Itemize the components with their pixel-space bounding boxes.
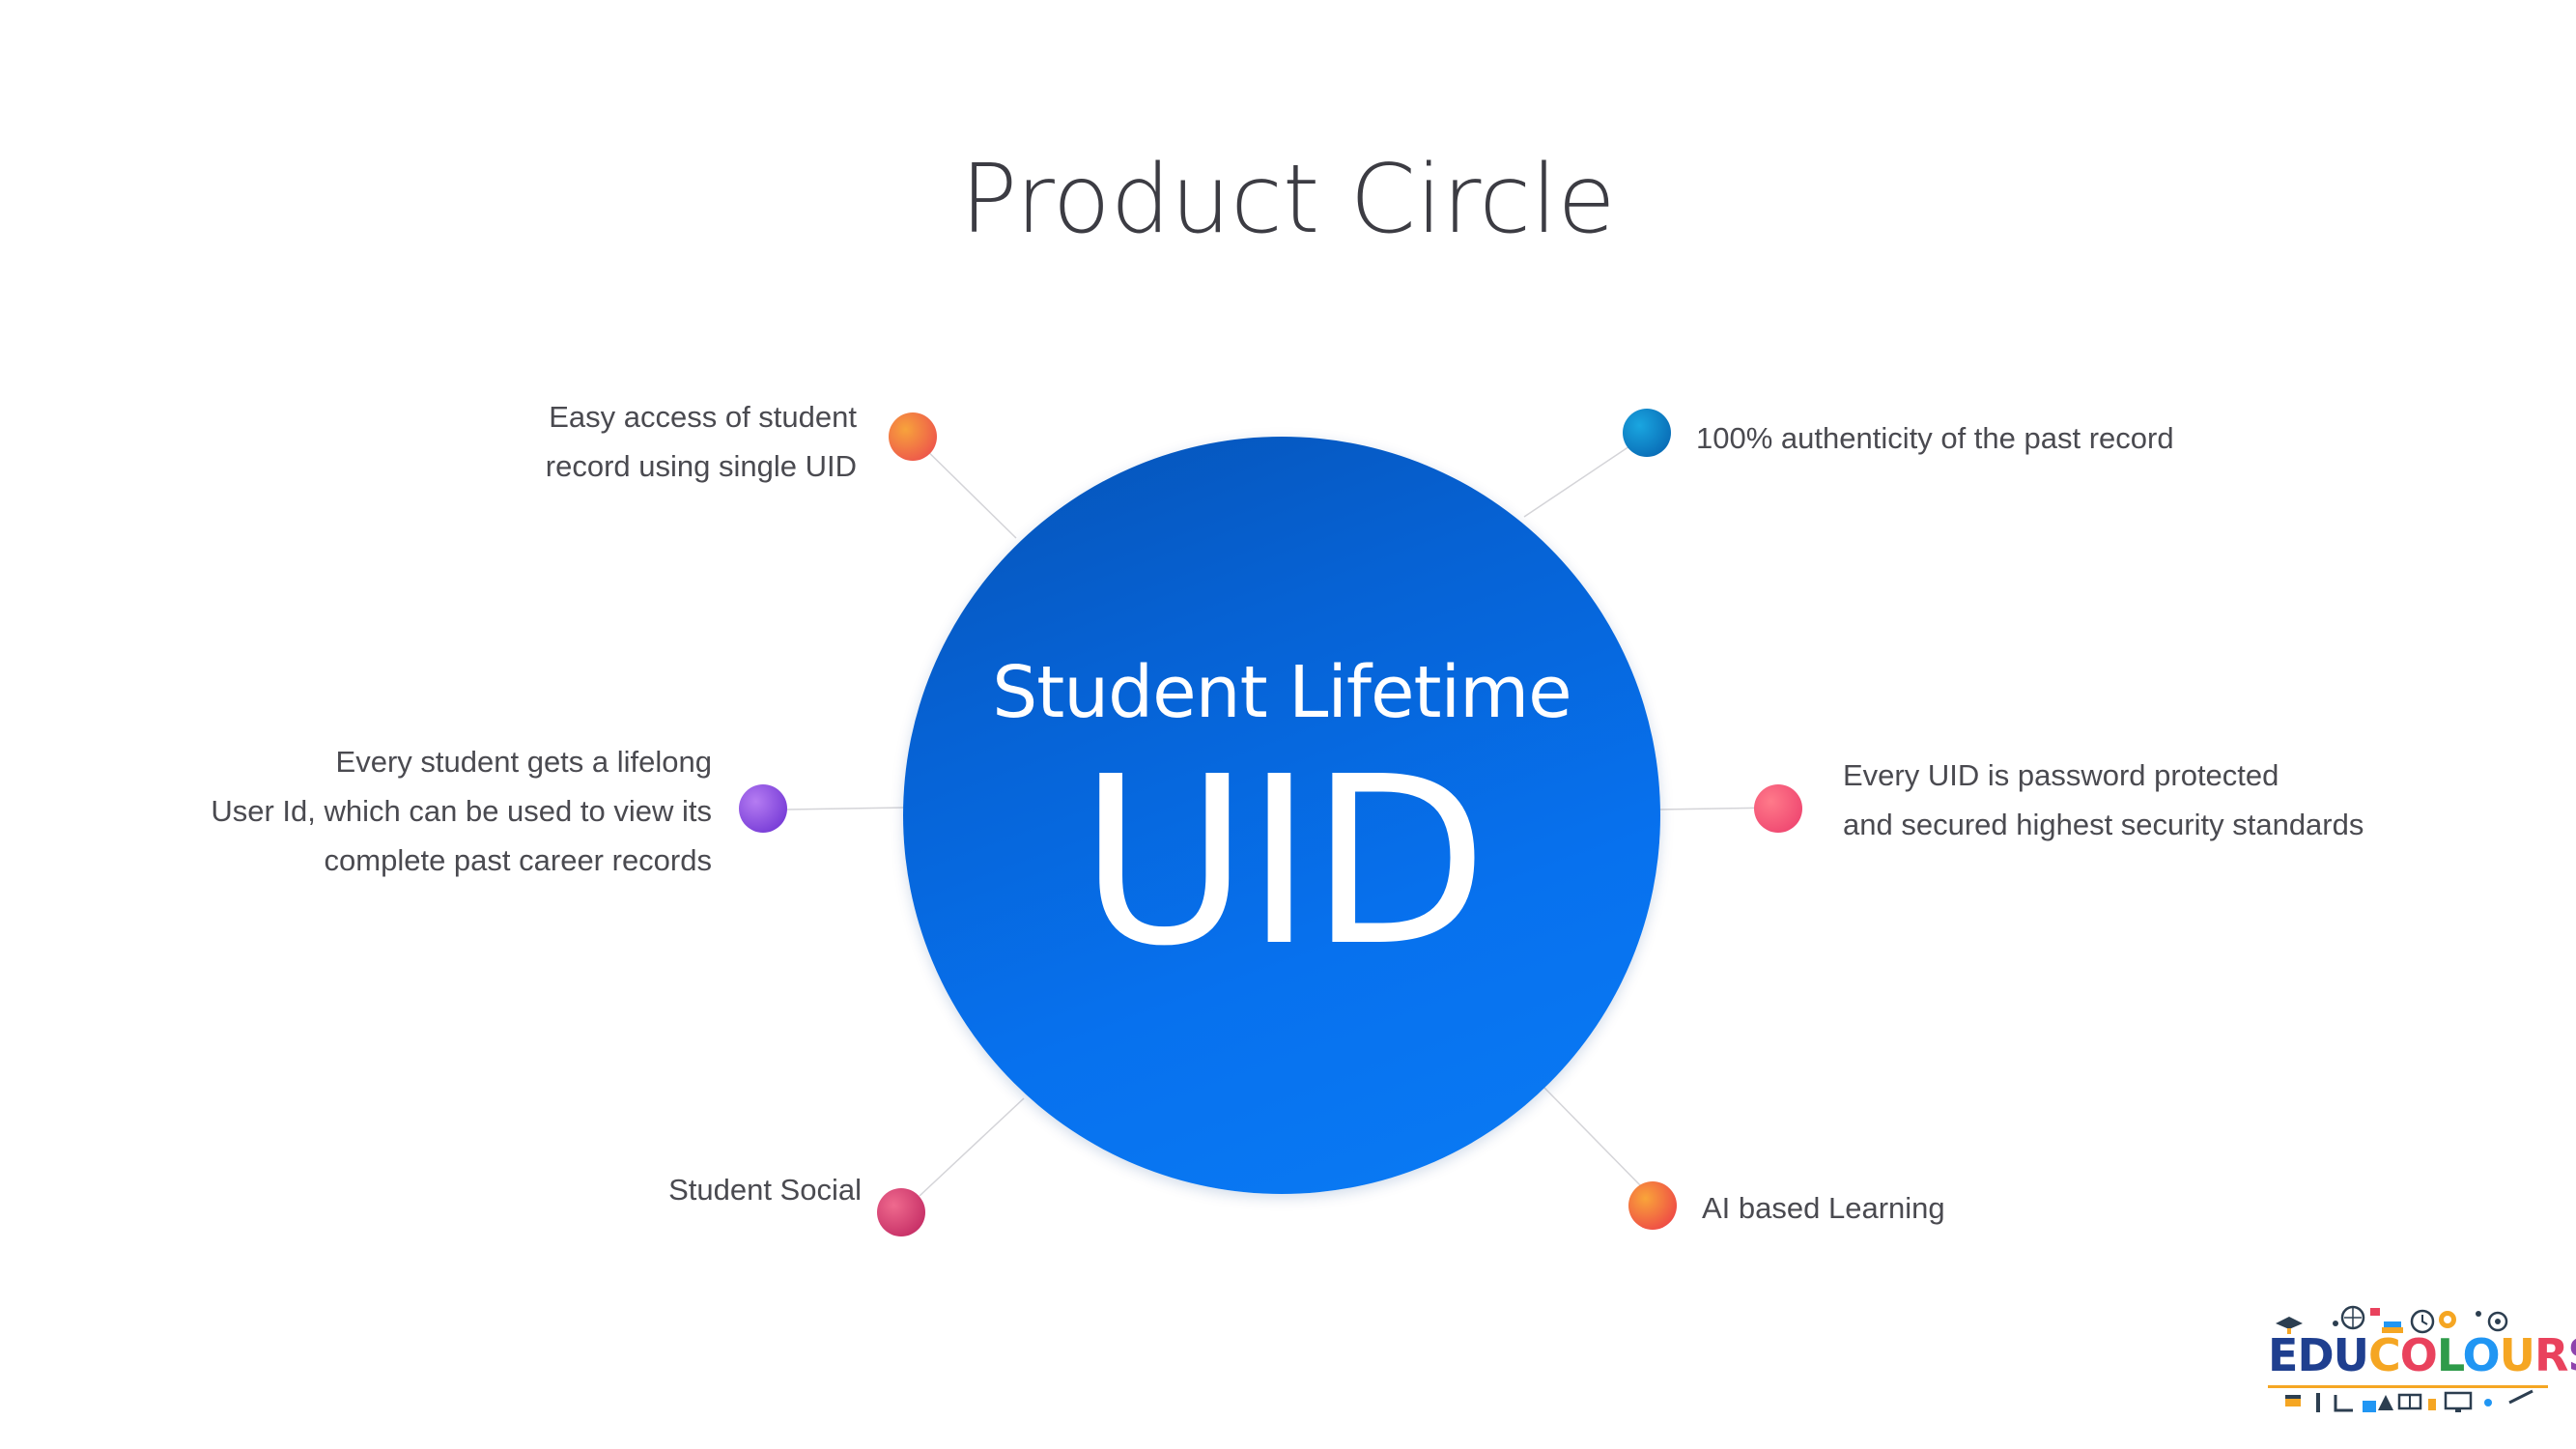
- feature-lifelong-id-line-1: Every student gets a lifelong: [335, 745, 712, 779]
- feature-easy-access-line-1: Easy access of student: [549, 400, 857, 434]
- feature-ai-learning: AI based Learning: [1702, 1183, 1945, 1233]
- logo-letter: O: [2399, 1329, 2438, 1381]
- dot-password-protected: [1754, 784, 1802, 833]
- dot-lifelong-id: [739, 784, 787, 833]
- logo-decor-top-icons: [2276, 1305, 2508, 1334]
- feature-lifelong-id-line-3: complete past career records: [324, 843, 712, 877]
- feature-student-social-line-1: Student Social: [668, 1173, 862, 1207]
- dot-easy-access: [889, 412, 937, 461]
- connector-student-social: [919, 1097, 1025, 1197]
- educolours-logo: EDUCOLOURS: [2268, 1298, 2576, 1420]
- logo-letter: O: [2462, 1329, 2501, 1381]
- hub-main-text: UID: [1079, 726, 1487, 997]
- logo-letter: L: [2436, 1329, 2464, 1381]
- feature-lifelong-id: Every student gets a lifelong User Id, w…: [211, 737, 712, 885]
- feature-password-protected-line-2: and secured highest security standards: [1843, 808, 2364, 841]
- logo-letter: D: [2297, 1329, 2334, 1381]
- logo-letter: U: [2499, 1329, 2535, 1381]
- dot-ai-learning: [1628, 1181, 1677, 1230]
- logo-letter: U: [2333, 1329, 2369, 1381]
- dot-authenticity: [1623, 409, 1671, 457]
- feature-ai-learning-line-1: AI based Learning: [1702, 1191, 1945, 1225]
- feature-authenticity: 100% authenticity of the past record: [1696, 413, 2174, 463]
- feature-student-social: Student Social: [668, 1165, 862, 1214]
- connector-authenticity: [1523, 434, 1648, 518]
- connector-ai-learning: [1543, 1086, 1646, 1191]
- logo-letter: E: [2268, 1329, 2298, 1381]
- logo-letter: S: [2567, 1329, 2576, 1381]
- feature-easy-access-line-2: record using single UID: [545, 449, 857, 483]
- logo-letter: R: [2534, 1329, 2568, 1381]
- connector-lifelong-id: [786, 807, 904, 810]
- feature-lifelong-id-line-2: User Id, which can be used to view its: [211, 794, 712, 828]
- logo-letter: C: [2367, 1329, 2401, 1381]
- logo-decor-bottom-icons: [2268, 1385, 2548, 1412]
- dot-student-social: [877, 1188, 925, 1236]
- uid-hub-circle: Student Lifetime UID: [903, 437, 1660, 1194]
- feature-easy-access: Easy access of student record using sing…: [546, 392, 857, 491]
- feature-authenticity-line-1: 100% authenticity of the past record: [1696, 421, 2174, 455]
- hub-subtitle: Student Lifetime: [992, 651, 1571, 734]
- feature-password-protected: Every UID is password protected and secu…: [1843, 751, 2364, 849]
- page-title: Product Circle: [960, 145, 1616, 255]
- logo-wordmark: EDUCOLOURS: [2268, 1333, 2576, 1378]
- feature-password-protected-line-1: Every UID is password protected: [1843, 758, 2279, 792]
